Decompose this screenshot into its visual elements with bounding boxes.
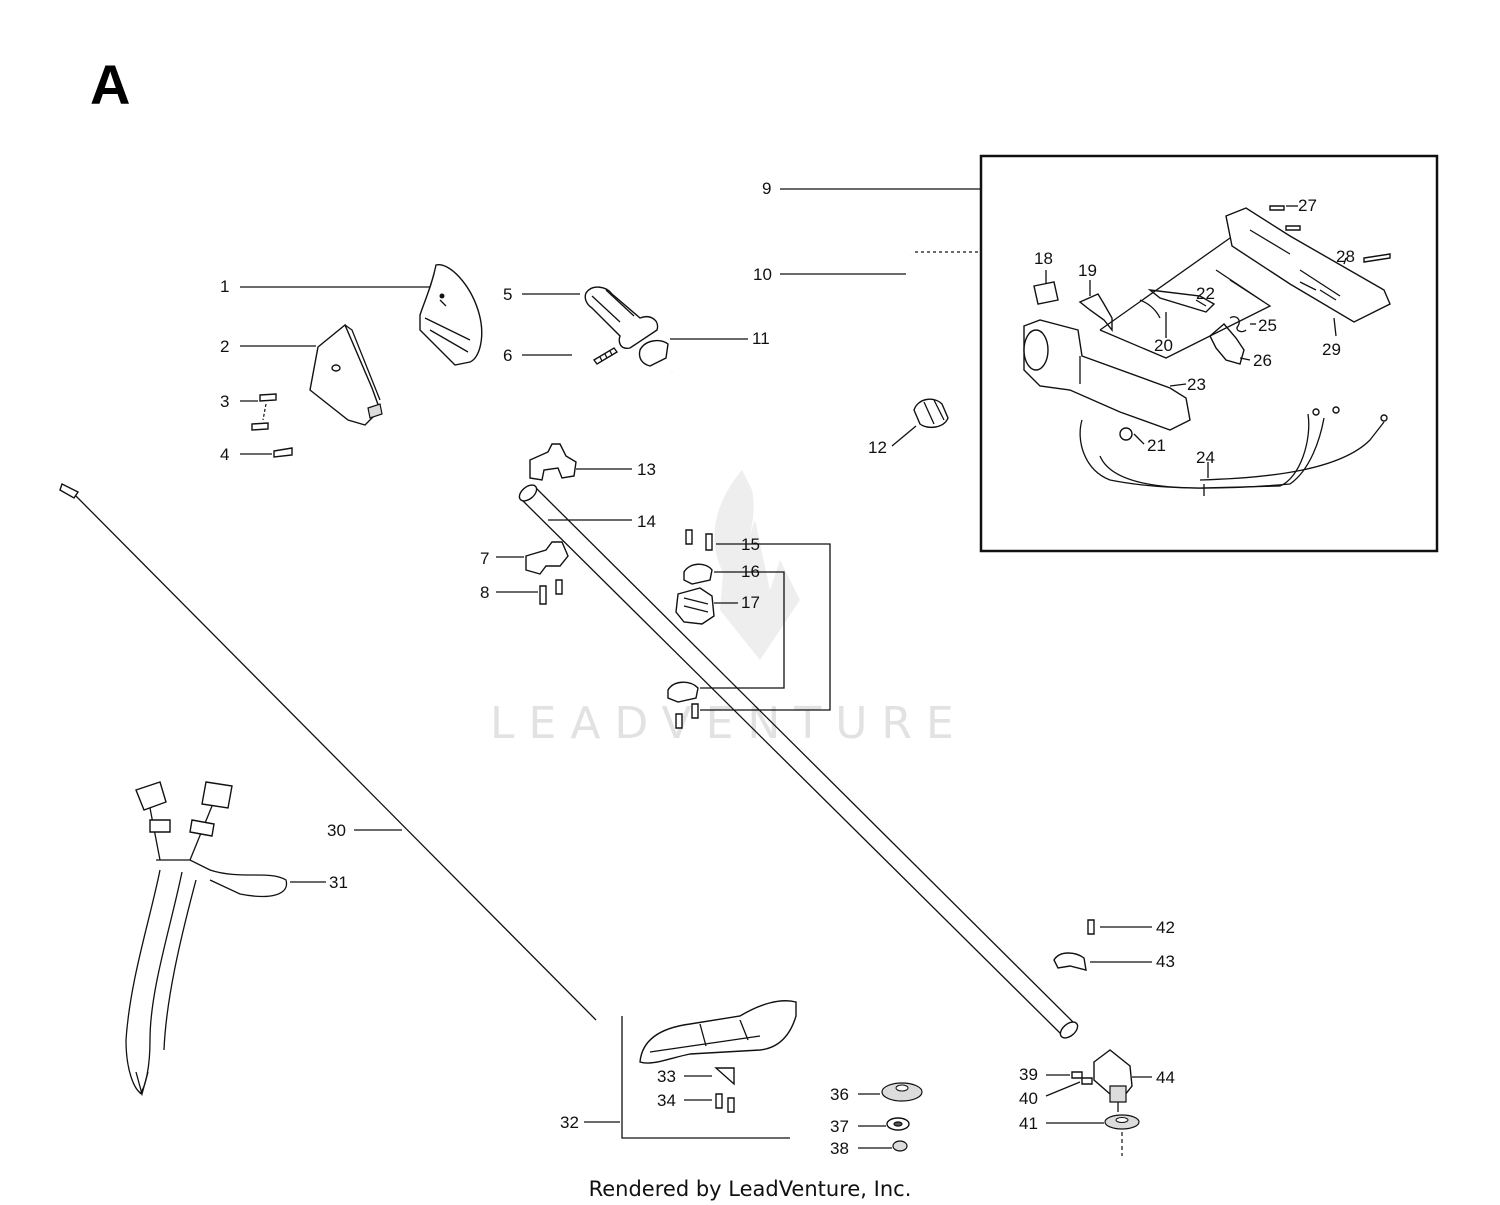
part-44-gear-head: [1093, 1049, 1133, 1112]
callout-43: 43: [1156, 952, 1175, 971]
part-25-spring: [1229, 316, 1247, 333]
callout-32: 32: [560, 1113, 579, 1132]
callout-15: 15: [741, 535, 760, 554]
part-18-switch: [1033, 281, 1059, 305]
part-32-guard: [621, 1000, 797, 1139]
callout-23: 23: [1187, 375, 1206, 394]
callout-8: 8: [480, 583, 489, 602]
callout-30: 30: [327, 821, 346, 840]
callout-38: 38: [830, 1139, 849, 1158]
callout-16: 16: [741, 562, 760, 581]
callout-21: 21: [1147, 436, 1166, 455]
callout-11: 11: [752, 329, 770, 348]
part-17-switch: [675, 587, 715, 625]
callout-19: 19: [1078, 261, 1097, 280]
footer-credit: Rendered by LeadVenture, Inc.: [589, 1177, 912, 1201]
callout-10: 10: [753, 265, 772, 284]
part-15-screws: [675, 529, 713, 729]
callout-41: 41: [1019, 1114, 1038, 1133]
part-42-screw: [1087, 919, 1095, 935]
section-label: A: [90, 53, 130, 116]
callout-31: 31: [329, 873, 348, 892]
callout-20: 20: [1154, 336, 1173, 355]
watermark: LEADVENTURE: [490, 470, 968, 749]
callout-2: 2: [220, 337, 229, 356]
callout-6: 6: [503, 346, 512, 365]
part-26-lockout: [1209, 323, 1245, 365]
callout-7: 7: [480, 549, 489, 568]
part-43-bracket: [1053, 952, 1087, 971]
callout-28: 28: [1336, 247, 1355, 266]
part-39-screw: [1071, 1071, 1083, 1079]
part-24-wire-harness: [1079, 406, 1388, 496]
part-1-cover: [419, 264, 483, 366]
callout-26: 26: [1253, 351, 1272, 370]
part-4-screw: [273, 447, 293, 458]
callout-12: 12: [868, 438, 887, 457]
watermark-text: LEADVENTURE: [490, 698, 968, 749]
callout-4: 4: [220, 445, 229, 464]
part-38-nut: [892, 1140, 908, 1152]
part-28-screw: [1363, 253, 1391, 263]
callout-29: 29: [1322, 340, 1341, 359]
part-22-lever: [1147, 289, 1216, 313]
leader-lines: [240, 188, 1347, 1149]
part-29-handle-half: [1225, 207, 1391, 323]
part-23-handle-half: [1023, 319, 1191, 431]
callout-33: 33: [657, 1067, 676, 1086]
part-8-screws: [539, 579, 563, 605]
part-2-housing: [309, 323, 383, 426]
part-31-harness: [125, 781, 288, 1097]
callout-3: 3: [220, 392, 229, 411]
part-40-screw: [1081, 1077, 1093, 1085]
callout-25: 25: [1258, 316, 1277, 335]
part-27-screws: [1269, 205, 1301, 231]
part-7-bracket: [525, 541, 569, 575]
callout-13: 13: [637, 460, 656, 479]
part-36-washer: [881, 1082, 923, 1102]
callout-5: 5: [503, 285, 512, 304]
callout-1: 1: [220, 277, 229, 296]
callout-9: 9: [762, 179, 771, 198]
part-6-screw: [592, 347, 619, 365]
callout-44: 44: [1156, 1068, 1175, 1087]
part-41-plate: [1104, 1114, 1140, 1156]
callout-22: 22: [1196, 284, 1215, 303]
part-20-spring: [1139, 299, 1161, 319]
part-5-grip: [584, 286, 659, 350]
callout-34: 34: [657, 1091, 676, 1110]
part-37-cup: [886, 1117, 910, 1131]
callout-27: 27: [1298, 196, 1317, 215]
part-21-nut: [1119, 427, 1133, 441]
callout-17: 17: [741, 593, 760, 612]
part-13-clamp: [529, 443, 577, 481]
part-12-knob: [913, 398, 949, 429]
part-3-screws: [251, 393, 277, 431]
part-30-drive-shaft: [59, 483, 597, 1021]
callout-40: 40: [1019, 1089, 1038, 1108]
callout-18: 18: [1034, 249, 1053, 268]
callout-37: 37: [830, 1117, 849, 1136]
part-16-clamp: [667, 563, 713, 703]
callout-42: 42: [1156, 918, 1175, 937]
part-34-screws: [715, 1093, 735, 1113]
part-14-shaft-tube: [518, 484, 1079, 1039]
callout-labels: 1 2 3 4 5 6 7 8 9 10 11 12 13 14 15 16 1…: [220, 179, 1355, 1158]
part-10-loop-handle: [668, 253, 948, 419]
callout-36: 36: [830, 1085, 849, 1104]
callout-24: 24: [1196, 448, 1215, 467]
part-11-clamp: [638, 339, 669, 367]
callout-39: 39: [1019, 1065, 1038, 1084]
callout-14: 14: [637, 512, 656, 531]
inset-box: [979, 154, 1439, 553]
part-19-trigger: [1078, 293, 1113, 332]
part-33-blade: [714, 1067, 735, 1086]
